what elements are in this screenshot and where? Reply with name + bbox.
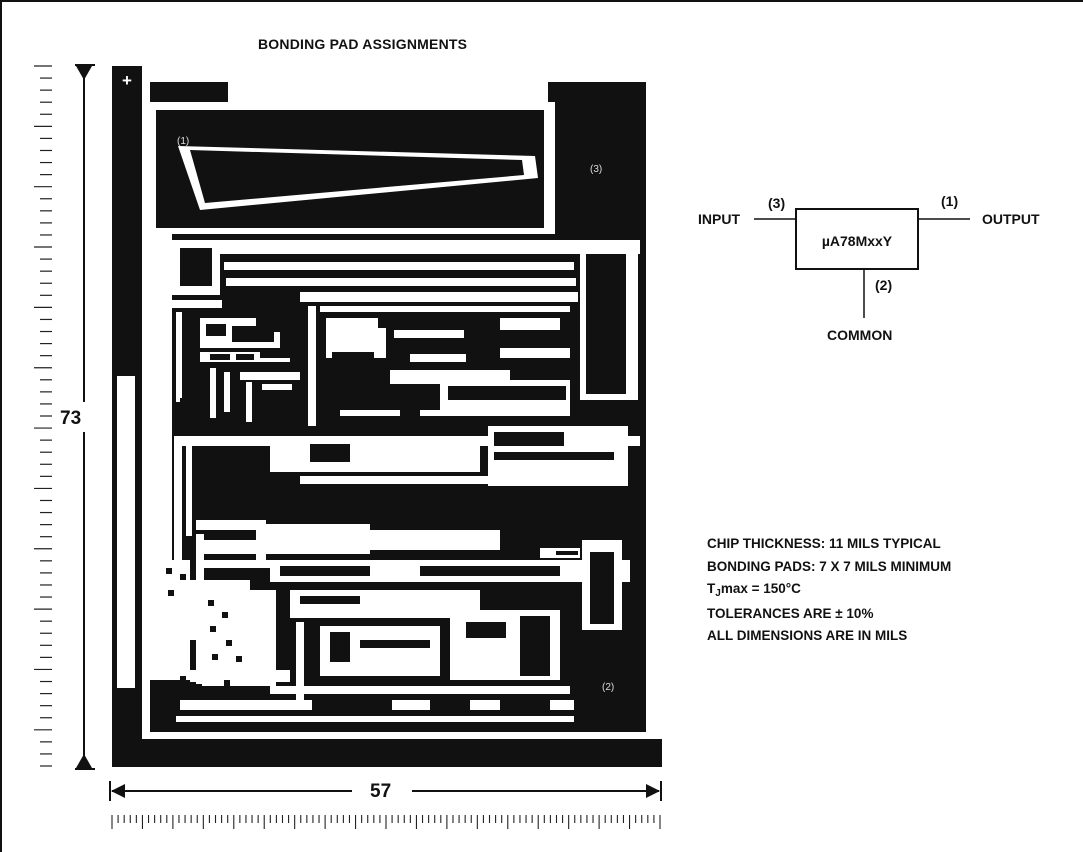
vertical-scale-ruler [34,65,52,767]
output-pin-number: (1) [941,193,958,209]
common-label: COMMON [827,327,892,343]
pinout-schematic: µA78MxxY INPUT (3) (1) OUTPUT (2) COMMON [698,193,1040,343]
tj-symbol: T [707,581,716,596]
spec-bonding-pads: BONDING PADS: 7 X 7 MILS MINIMUM [707,558,952,574]
plus-sign: + [122,71,132,90]
spec-tjmax: TJmax = 150°C [707,578,951,603]
die-layout: + [112,66,662,767]
spec-thickness: CHIP THICKNESS: 11 MILS TYPICAL [707,536,941,551]
height-dimension: 73 [60,64,95,770]
common-pin-number: (2) [875,277,892,293]
pad-3-label: (3) [590,164,602,175]
output-label: OUTPUT [982,211,1040,227]
input-label: INPUT [698,211,740,227]
horizontal-scale-ruler [111,815,661,829]
tj-subscript: J [715,588,721,599]
chip-specifications: CHIP THICKNESS: 11 MILS TYPICAL BONDING … [707,533,951,648]
tj-value: max = 150°C [720,581,801,596]
pad-1-label: (1) [177,136,189,147]
width-dimension: 57 [109,781,662,802]
height-label: 73 [60,408,81,429]
arrow-up-icon [76,66,92,80]
input-pin-number: (3) [768,195,785,211]
pad-2-label: (2) [602,682,614,693]
arrow-down-icon [76,754,92,768]
width-label: 57 [370,781,391,802]
spec-tolerance: TOLERANCES ARE ± 10% [707,605,874,621]
figure-title: BONDING PAD ASSIGNMENTS [258,36,468,52]
device-name: µA78MxxY [822,233,893,249]
arrow-right-icon [646,784,660,798]
spec-units: ALL DIMENSIONS ARE IN MILS [707,628,908,643]
device-box [795,208,919,270]
arrow-left-icon [111,784,125,798]
